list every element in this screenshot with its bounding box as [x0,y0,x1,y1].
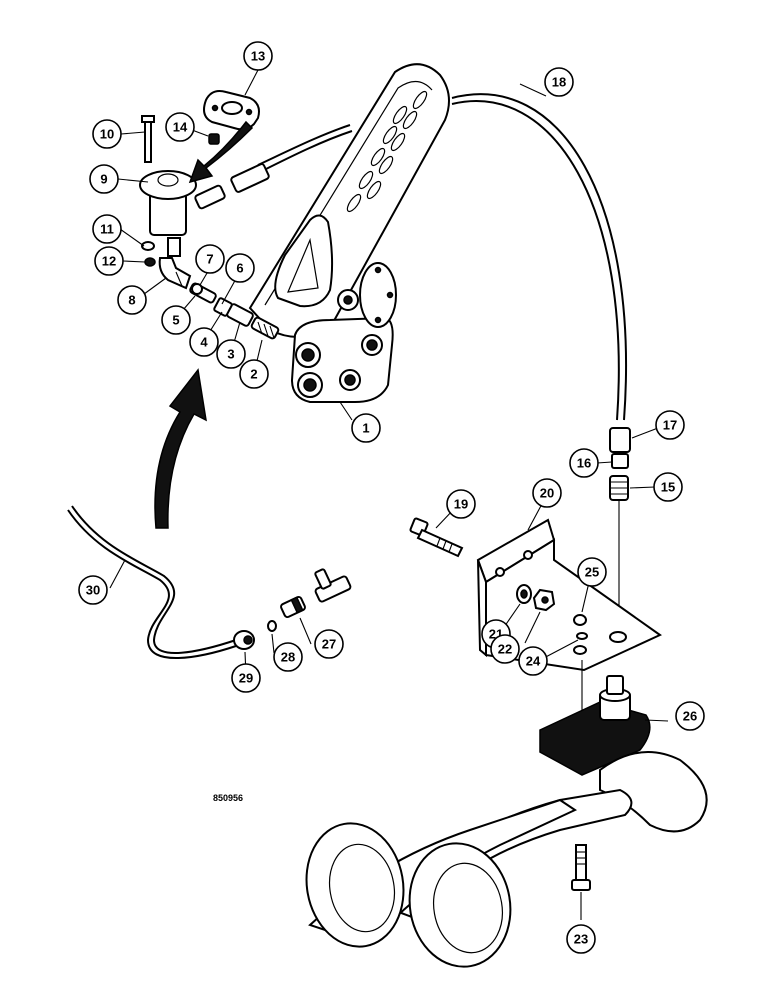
svg-text:8: 8 [128,293,135,308]
svg-text:2: 2 [250,367,257,382]
bolt-10 [141,115,155,163]
arrow-to-switch [188,120,254,184]
callout-30: 30 [78,575,108,605]
callout-20: 20 [532,478,562,508]
svg-text:22: 22 [498,642,512,657]
svg-text:25: 25 [585,565,599,580]
svg-text:17: 17 [663,418,677,433]
switch-assembly-9 [139,163,270,257]
svg-text:19: 19 [454,497,468,512]
svg-text:26: 26 [683,709,697,724]
svg-text:14: 14 [173,120,188,135]
elbow-fitting-8 [158,257,192,290]
callout-19: 19 [446,489,476,519]
fittings-chain [158,257,280,340]
svg-text:28: 28 [281,650,295,665]
svg-text:7: 7 [206,252,213,267]
callout-25: 25 [577,557,607,587]
washer-21 [516,584,532,604]
callout-22: 22 [490,634,520,664]
callout-9: 9 [89,164,119,194]
leader-lines [109,69,669,920]
callout-15: 15 [653,472,683,502]
svg-text:13: 13 [251,49,265,64]
washer-24 [576,632,588,640]
svg-text:18: 18 [552,75,566,90]
callout-29: 29 [231,663,261,693]
pedal-hose [257,124,353,172]
nut-12 [144,257,156,267]
svg-text:29: 29 [239,671,253,686]
callout-3: 3 [216,339,246,369]
svg-text:9: 9 [100,172,107,187]
fitting-27 [280,595,306,619]
svg-text:12: 12 [102,254,116,269]
fitting-5-6-7 [189,282,217,304]
svg-text:3: 3 [227,347,234,362]
callout-5: 5 [161,305,191,335]
bolt-19 [409,517,464,558]
air-line-18 [451,93,628,421]
air-horn-26 [305,675,708,968]
svg-text:4: 4 [200,335,208,350]
svg-text:16: 16 [577,456,591,471]
nut-11 [141,241,155,251]
svg-text:23: 23 [574,932,588,947]
callout-27: 27 [314,629,344,659]
svg-text:6: 6 [236,261,243,276]
callout-18: 18 [544,67,574,97]
horn-bell-right [408,842,512,968]
hose-30 [67,505,237,660]
svg-text:11: 11 [100,222,114,237]
callout-7: 7 [195,244,225,274]
svg-text:24: 24 [526,654,541,669]
fitting-17 [609,427,631,453]
nut-25 [573,614,587,626]
fitting-4 [213,297,233,317]
svg-text:5: 5 [172,313,179,328]
callout-12: 12 [94,246,124,276]
nut-14 [208,133,220,145]
callout-14: 14 [165,112,195,142]
fitting-29 [233,630,255,650]
bolt-23 [571,844,591,891]
callout-10: 10 [92,119,122,149]
tee-fitting [314,568,352,603]
callout-28: 28 [273,642,303,672]
fitting-16 [611,453,629,469]
svg-text:15: 15 [661,480,675,495]
pedal-valve-assembly [248,63,450,403]
callout-4: 4 [189,327,219,357]
svg-text:10: 10 [100,127,114,142]
fitting-15 [609,475,629,610]
svg-text:20: 20 [540,486,554,501]
svg-text:27: 27 [322,637,336,652]
mounting-plate-13 [203,90,260,131]
fitting-2 [250,316,280,340]
callout-24: 24 [518,646,548,676]
callout-23: 23 [566,924,596,954]
callout-17: 17 [655,410,685,440]
ring-28 [267,620,277,632]
horn-bell-left [305,822,405,948]
svg-text:1: 1 [362,421,369,436]
pedal-treads [346,90,428,213]
callout-6: 6 [225,253,255,283]
callout-13: 13 [243,41,273,71]
callout-26: 26 [675,701,705,731]
callout-8: 8 [117,285,147,315]
callout-11: 11 [92,214,122,244]
nut-22 [532,588,556,612]
bracket-20 [476,518,662,672]
figure-id: 850956 [213,793,243,803]
svg-text:30: 30 [86,583,100,598]
callout-16: 16 [569,448,599,478]
large-curved-arrow [154,368,207,529]
callout-2: 2 [239,359,269,389]
callout-1: 1 [351,413,381,443]
